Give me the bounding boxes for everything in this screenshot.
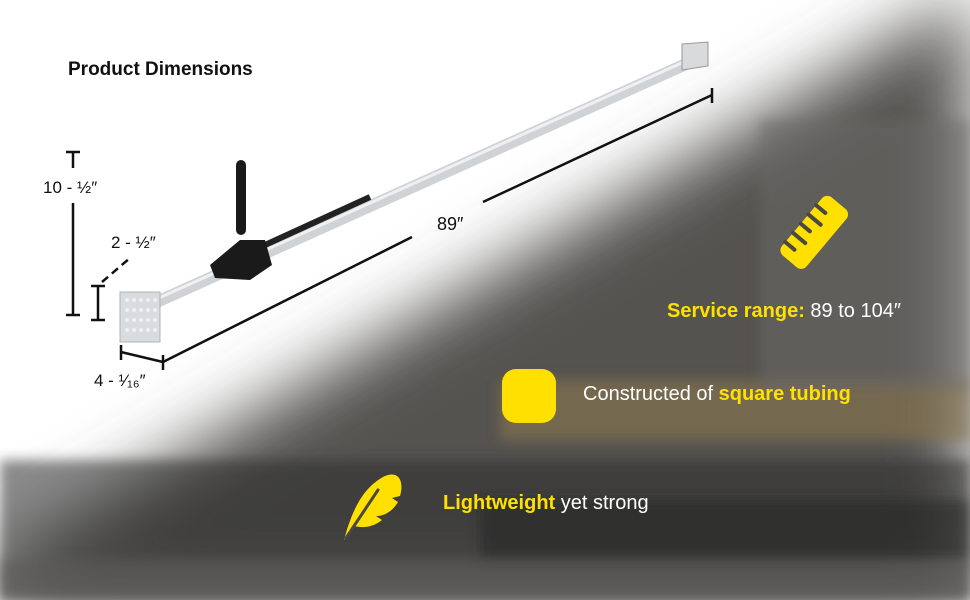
height-dimension-label: 10 - ½″	[43, 178, 98, 197]
head-width-dimension-label: 4 - ¹⁄₁₆″	[94, 371, 146, 390]
feather-icon	[344, 474, 402, 540]
head-height-dimension-label: 2 - ½″	[111, 233, 156, 252]
length-dimension-label: 89″	[437, 214, 464, 234]
feature-service-range: Service range: 89 to 104″	[667, 300, 901, 323]
dimension-lines	[66, 88, 714, 370]
feature-text: yet strong	[555, 492, 649, 514]
feature-text: 89 to 104″	[804, 300, 901, 322]
feature-text: Constructed of	[583, 383, 719, 405]
cargo-bar	[119, 41, 709, 343]
handle	[236, 160, 246, 235]
feature-highlight: square tubing	[718, 383, 851, 405]
feature-lightweight: Lightweight yet strong	[443, 492, 649, 515]
square-icon	[502, 369, 556, 423]
page-title: Product Dimensions	[68, 59, 253, 80]
feature-square-tubing: Constructed of square tubing	[583, 383, 851, 406]
ruler-icon	[780, 195, 849, 269]
feature-highlight: Lightweight	[443, 492, 556, 514]
feature-highlight: Service range:	[667, 300, 805, 322]
